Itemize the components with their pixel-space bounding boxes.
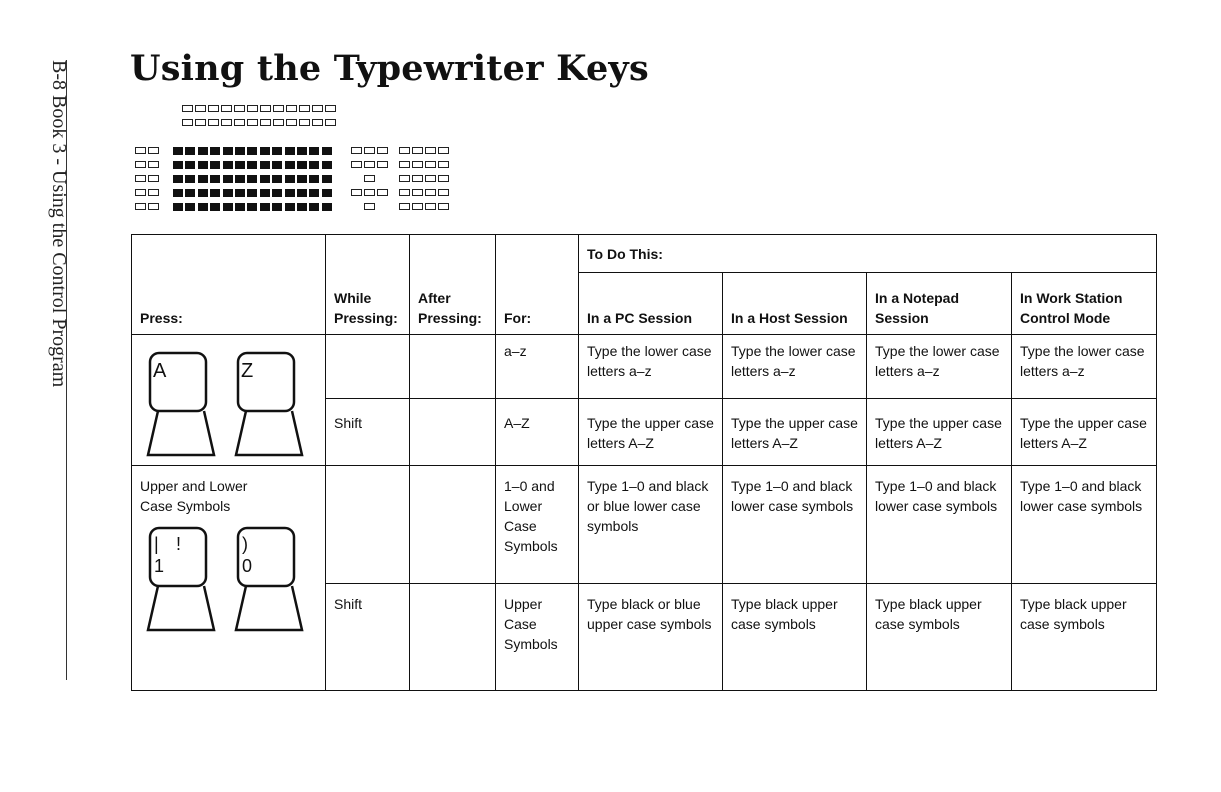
cell-for: A–Z: [495, 398, 579, 466]
key-1-lower-label: 1: [154, 556, 164, 576]
table-row: Shift Upper Case Symbols Type black or b…: [132, 583, 1158, 691]
press-cell-symbols: Upper and Lower Case Symbols | ! 1 ) 0: [131, 465, 326, 691]
cell-notepad: Type black upper case symbols: [866, 583, 1012, 691]
function-key-row-1: [182, 105, 338, 112]
cell-pc: Type the upper case letters A–Z: [578, 398, 723, 466]
header-notepad-session: In a Notepad Session: [866, 272, 1012, 335]
svg-text:|: |: [154, 534, 159, 554]
typewriter-keys-table: Press: While Pressing: After Pressing: F…: [131, 234, 1158, 691]
cell-host: Type black upper case symbols: [722, 583, 867, 691]
cell-for: 1–0 and Lower Case Symbols: [495, 465, 579, 584]
side-rule: [66, 60, 67, 680]
header-workstation-mode: In Work Station Control Mode: [1010, 272, 1158, 335]
cell-notepad: Type the lower case letters a–z: [866, 333, 1012, 400]
cell-host: Type 1–0 and black lower case symbols: [722, 465, 867, 584]
header-for: For:: [495, 234, 579, 335]
cell-while: Shift: [325, 583, 410, 691]
cell-notepad: Type 1–0 and black lower case symbols: [866, 465, 1012, 584]
key-1-upper-label: !: [176, 534, 181, 554]
cell-workstation: Type the lower case letters a–z: [1010, 333, 1158, 400]
header-after-pressing: After Pressing:: [409, 234, 496, 335]
one-key-icon: | ! 1: [146, 526, 216, 632]
key-0-lower-label: 0: [242, 556, 252, 576]
cell-workstation: Type the upper case letters A–Z: [1010, 398, 1158, 466]
key-z-label: Z: [241, 360, 253, 382]
key-illustration-a-z: A Z: [146, 351, 304, 457]
cell-after: [409, 333, 496, 400]
cell-after: [409, 465, 496, 584]
table-row: A Z a–z Type the lower case letters a–z …: [131, 333, 1158, 466]
z-key-icon: Z: [234, 351, 304, 457]
page-title: Using the Typewriter Keys: [130, 48, 649, 89]
cell-for: a–z: [495, 333, 579, 400]
cell-after: [409, 398, 496, 466]
cell-host: Type the upper case letters A–Z: [722, 398, 867, 466]
header-host-session: In a Host Session: [722, 272, 867, 335]
table-row: Shift A–Z Type the upper case letters A–…: [132, 398, 1158, 466]
cell-while: [325, 333, 410, 400]
a-key-icon: A: [146, 351, 216, 457]
cell-host: Type the lower case letters a–z: [722, 333, 867, 400]
header-pc-session: In a PC Session: [578, 272, 723, 335]
symbols-label: Upper and Lower Case Symbols: [140, 478, 248, 514]
key-0-upper-label: ): [242, 534, 248, 554]
cell-pc: Type the lower case letters a–z: [578, 333, 723, 400]
cell-workstation: Type 1–0 and black lower case symbols: [1010, 465, 1158, 584]
zero-key-icon: ) 0: [234, 526, 304, 632]
cell-for: Upper Case Symbols: [495, 583, 579, 691]
table-row: Upper and Lower Case Symbols | ! 1 ) 0: [131, 465, 1158, 691]
header-while-pressing: While Pressing:: [325, 234, 410, 335]
cell-workstation: Type black upper case symbols: [1010, 583, 1158, 691]
cell-notepad: Type the upper case letters A–Z: [866, 398, 1012, 466]
cell-while: Shift: [325, 398, 410, 466]
header-to-do-this: To Do This:: [577, 234, 1158, 273]
press-cell-letters: A Z: [131, 334, 326, 466]
function-key-row-2: [182, 119, 338, 126]
header-press: Press:: [131, 234, 326, 335]
cell-pc: Type black or blue upper case symbols: [578, 583, 723, 691]
key-a-label: A: [153, 360, 167, 382]
cell-while: [325, 465, 410, 584]
key-illustration-1-0: | ! 1 ) 0: [146, 526, 304, 632]
cell-after: [409, 583, 496, 691]
typewriter-keys-row-1: [173, 147, 334, 155]
cell-pc: Type 1–0 and black or blue lower case sy…: [578, 465, 723, 584]
